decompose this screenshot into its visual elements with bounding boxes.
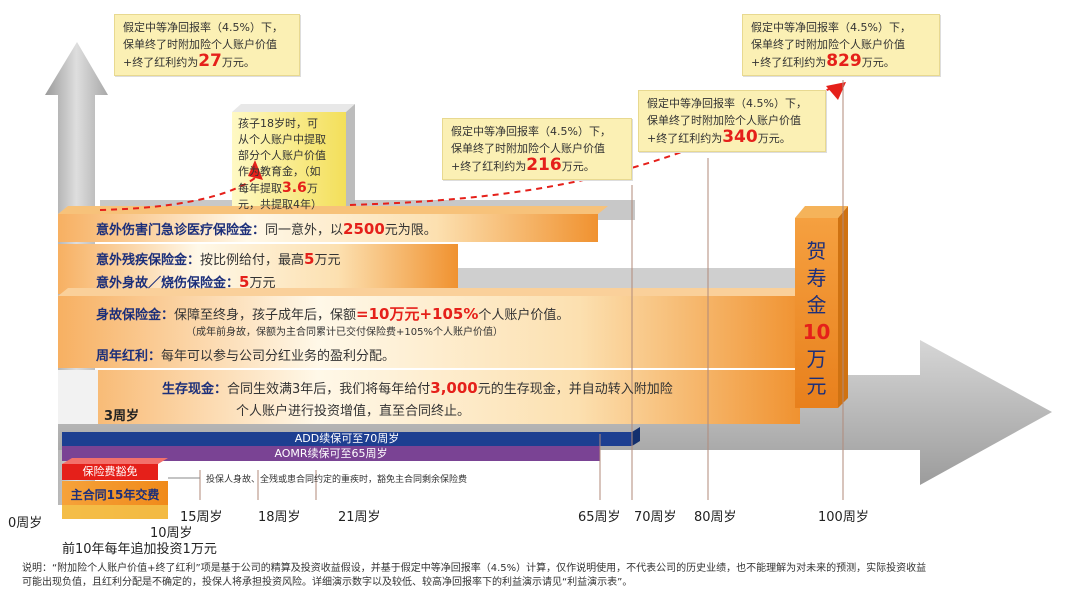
longevity-char: 寿 — [806, 266, 827, 290]
age-10: 10周岁 — [150, 526, 193, 541]
band-title: 意外伤害门急诊医疗保险金： — [96, 223, 266, 238]
note-line: +终了红利约为 — [647, 132, 723, 145]
footer-disclaimer: 说明：“附加险个人账户价值+终了红利”项是基于公司的精算及投资收益假设，并基于假… — [22, 562, 1072, 590]
edu-line: 部分个人账户价值 — [238, 149, 326, 162]
band-value: 3,000 — [430, 379, 478, 397]
band-text: 个人账户价值。 — [478, 308, 570, 323]
note-line: 假定中等净回报率（4.5%）下， — [647, 97, 807, 110]
note-line: 保单终了时附加险个人账户价值 — [647, 114, 801, 127]
value-340: 340 — [722, 127, 758, 147]
footer-line: 可能出现负值，且红利分配是不确定的，投保人将承担投资风险。详细演示数字以及较低、… — [22, 577, 633, 588]
value-829: 829 — [826, 51, 862, 71]
band-title: 身故保险金： — [96, 308, 175, 323]
note-unit: 万元。 — [861, 56, 895, 69]
edu-line: 作为教育金，（如 — [238, 165, 321, 178]
note-340: 假定中等净回报率（4.5%）下， 保单终了时附加险个人账户价值 +终了红利约为3… — [638, 90, 826, 152]
growth-curve — [99, 177, 256, 211]
longevity-value: 10 — [802, 320, 831, 344]
band-text: 元为限。 — [384, 223, 437, 238]
note-line: +终了红利约为 — [123, 56, 199, 69]
band-dividend: 周年红利：每年可以参与公司分红业务的盈利分配。 — [96, 345, 395, 364]
band-accident-medical: 意外伤害门急诊医疗保险金：同一意外，以2500元为限。 — [96, 219, 437, 238]
note-line: 假定中等净回报率（4.5%）下， — [451, 125, 611, 138]
band-text: 保障至终身，孩子成年后，保额 — [174, 308, 357, 323]
longevity-char: 万 — [806, 347, 827, 371]
note-unit: 万元。 — [757, 132, 791, 145]
main-contract-payment: 主合同15年交费 — [70, 488, 160, 502]
longevity-char: 金 — [806, 293, 827, 317]
note-line: 假定中等净回报率（4.5%）下， — [751, 21, 911, 34]
age-15: 15周岁 — [180, 510, 223, 525]
annual-investment-note: 前10年每年追加投资1万元 — [62, 542, 217, 557]
band-disability: 意外残疾保险金：按比例给付，最高5万元 — [96, 249, 340, 268]
band-death: 身故保险金：保障至终身，孩子成年后，保额=10万元+105%个人账户价值。 — [96, 303, 569, 324]
note-line: 保单终了时附加险个人账户价值 — [123, 38, 277, 51]
note-line: 保单终了时附加险个人账户价值 — [751, 38, 905, 51]
edu-line: 孩子18岁时，可 — [238, 117, 318, 130]
footer-line: 说明：“附加险个人账户价值+终了红利”项是基于公司的精算及投资收益假设，并基于假… — [22, 563, 927, 574]
value-27: 27 — [198, 51, 222, 71]
longevity-char: 贺 — [806, 239, 827, 263]
band-title: 意外残疾保险金： — [96, 253, 201, 268]
band-death-sub: （成年前身故，保额为主合同累计已交付保险费+105%个人账户价值） — [186, 327, 503, 338]
longevity-bonus-column: 贺 寿 金 10 万 元 — [795, 238, 838, 400]
aomr-renewal-bar: AOMR续保可至65周岁 — [274, 447, 388, 460]
age-21: 21周岁 — [338, 510, 381, 525]
band-survival-line2: 个人账户进行投资增值，直至合同终止。 — [236, 404, 471, 419]
note-line: 假定中等净回报率（4.5%）下， — [123, 21, 283, 34]
band-text: 万元 — [314, 253, 341, 268]
band-text: 按比例给付，最高 — [200, 253, 305, 268]
band-text: 合同生效满3年后，我们将每年给付 — [227, 382, 431, 397]
age-80: 80周岁 — [694, 510, 737, 525]
note-unit: 万元。 — [561, 160, 595, 173]
band-value: 5 — [304, 250, 315, 268]
add-renewal-bar: ADD续保可至70周岁 — [294, 432, 400, 445]
edu-line: 每年提取 — [238, 182, 282, 195]
value-216: 216 — [526, 155, 562, 175]
note-line: +终了红利约为 — [751, 56, 827, 69]
edu-line: 元，共提取4年） — [238, 198, 322, 211]
age-70: 70周岁 — [634, 510, 677, 525]
note-27: 假定中等净回报率（4.5%）下， 保单终了时附加险个人账户价值 +终了红利约为2… — [114, 14, 300, 76]
age-65: 65周岁 — [578, 510, 621, 525]
edu-line: 从个人账户中提取 — [238, 133, 326, 146]
note-829: 假定中等净回报率（4.5%）下， 保单终了时附加险个人账户价值 +终了红利约为8… — [742, 14, 940, 76]
band-title: 意外身故／烧伤保险金： — [96, 276, 240, 291]
note-line: +终了红利约为 — [451, 160, 527, 173]
band-value: =10万元+105% — [356, 305, 479, 323]
band-title: 生存现金： — [162, 382, 228, 397]
waiver-note: 投保人身故、全残或患合同约定的重疾时，豁免主合同剩余保险费 — [206, 475, 468, 485]
band-text: 万元 — [249, 276, 276, 291]
age-0: 0周岁 — [8, 516, 43, 531]
band-survival: 生存现金：合同生效满3年后，我们将每年给付3,000元的生存现金，并自动转入附加… — [162, 378, 673, 397]
band-accident-death: 意外身故／烧伤保险金：5万元 — [96, 272, 275, 291]
premium-waiver-bar: 保险费豁免 — [82, 465, 138, 478]
band-value: 5 — [239, 273, 250, 291]
longevity-char: 元 — [806, 374, 827, 398]
band-title: 周年红利： — [96, 349, 162, 364]
edu-value: 3.6 — [282, 180, 307, 196]
band-text: 每年可以参与公司分红业务的盈利分配。 — [161, 349, 396, 364]
edu-unit: 万 — [306, 182, 318, 195]
band-text: 同一意外，以 — [265, 223, 344, 238]
education-fund-box: 孩子18岁时，可 从个人账户中提取 部分个人账户价值 作为教育金，（如 每年提取… — [238, 116, 346, 213]
start-age-3: 3周岁 — [104, 409, 140, 424]
note-unit: 万元。 — [221, 56, 255, 69]
age-100: 100周岁 — [818, 510, 869, 525]
note-line: 保单终了时附加险个人账户价值 — [451, 142, 605, 155]
band-text: 元的生存现金，并自动转入附加险 — [477, 382, 673, 397]
age-18: 18周岁 — [258, 510, 301, 525]
note-216: 假定中等净回报率（4.5%）下， 保单终了时附加险个人账户价值 +终了红利约为2… — [442, 118, 632, 180]
band-value: 2500 — [343, 220, 385, 238]
